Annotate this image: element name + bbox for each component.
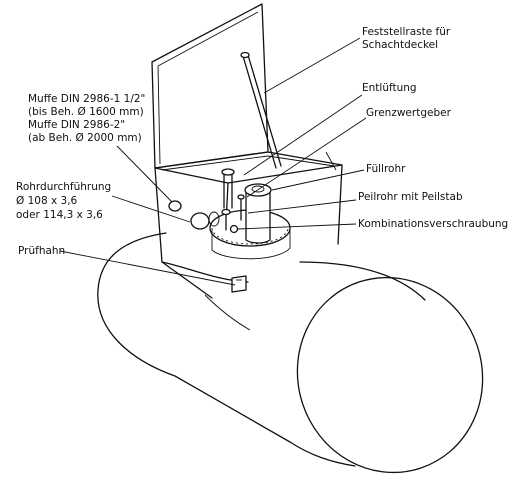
label-rohr-line1: Rohrdurchführung <box>16 181 111 193</box>
socket-muffe <box>168 200 182 212</box>
leader-lines <box>59 37 367 286</box>
tank-top-edge-right <box>299 261 426 301</box>
label-rohr-line2: Ø 108 x 3,6 <box>16 195 78 207</box>
vent-pipe-top <box>221 168 235 176</box>
leader-rohrdurchfuehrung <box>111 195 191 223</box>
label-muffe-line1: Muffe DIN 2986-1 1/2" <box>28 93 145 105</box>
leader-kombi <box>237 223 357 230</box>
leader-peilrohr <box>247 199 357 214</box>
tank-seam <box>204 294 251 331</box>
manhole-corner-back <box>325 151 337 171</box>
lid-support-rod-end <box>240 51 250 59</box>
tank-cylinder <box>97 232 484 474</box>
fill-pipe <box>245 189 271 244</box>
leader-fuellrohr <box>271 169 365 191</box>
tank-bottom-edge <box>97 289 291 443</box>
pipe-feedthrough-rim <box>208 211 220 227</box>
label-muffe-line3: Muffe DIN 2986-2" <box>28 119 125 131</box>
tank-end-cap <box>296 276 484 474</box>
manhole-lid-rim <box>157 11 259 67</box>
label-feststellraste-line1: Feststellraste für <box>362 26 451 38</box>
pipe-feedthrough <box>190 212 210 230</box>
tank-bottom-edge-right <box>289 441 356 467</box>
label-rohr-line3: oder 114,3 x 3,6 <box>16 209 103 221</box>
label-muffe-line2: (bis Beh. Ø 1600 mm) <box>28 106 144 118</box>
leader-muffe <box>116 145 173 203</box>
lid-support-rod-2 <box>247 54 282 167</box>
label-kombi: Kombinationsverschraubung <box>358 218 508 230</box>
label-peilrohr: Peilrohr mit Peilstab <box>358 191 463 203</box>
limit-sensor-head <box>237 194 245 200</box>
leader-grenzwertgeber <box>246 117 367 198</box>
manhole-lid <box>151 3 269 169</box>
label-pruefhahn: Prüfhahn <box>18 245 65 257</box>
leader-pruefhahn <box>59 250 236 286</box>
manhole-box <box>151 3 343 299</box>
label-fuellrohr: Füllrohr <box>366 163 406 175</box>
lid-support-rod <box>242 55 277 169</box>
label-entlueftung: Entlüftung <box>362 82 417 94</box>
manhole-wall-right <box>337 164 343 245</box>
combination-fitting <box>229 224 239 234</box>
label-muffe-line4: (ab Beh. Ø 2000 mm) <box>28 132 142 144</box>
test-valve <box>231 275 247 293</box>
label-feststellraste-line2: Schachtdeckel <box>362 39 438 51</box>
label-grenzwertgeber: Grenzwertgeber <box>366 107 452 119</box>
labels: Feststellraste für Schachtdeckel Entlüft… <box>16 26 508 257</box>
cover-plate-collar <box>211 228 291 260</box>
cover-plate-bolts <box>211 227 289 245</box>
manhole-lid-rim-left <box>157 65 161 165</box>
leader-feststellraste <box>263 37 361 94</box>
fill-pipe-cap-inner <box>251 185 265 193</box>
dip-pipe-head <box>221 208 231 216</box>
tank-top-edge-left <box>97 232 167 291</box>
manhole-rim-inner <box>161 155 335 171</box>
leader-entlueftung <box>243 94 363 176</box>
